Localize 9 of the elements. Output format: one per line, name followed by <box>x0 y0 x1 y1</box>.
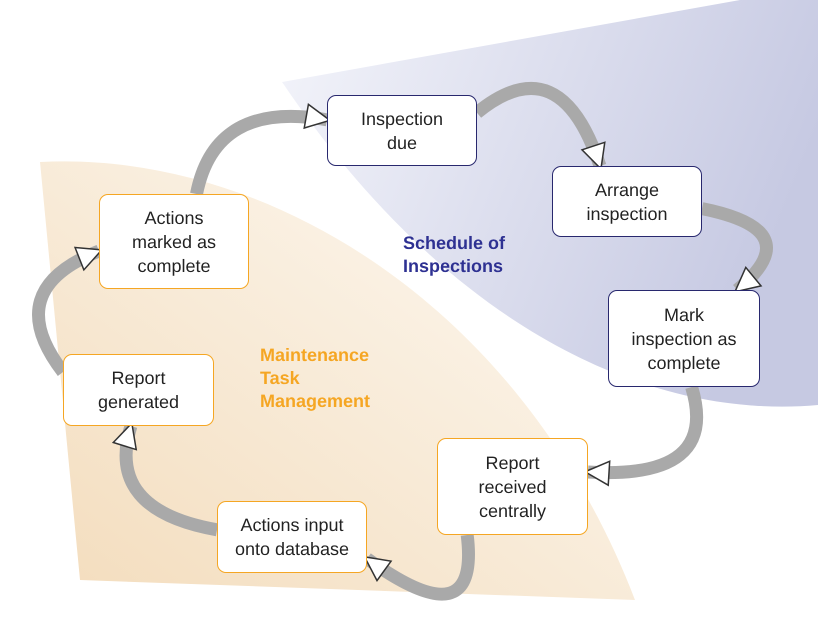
process-box: Actions input onto database <box>217 501 367 573</box>
section-heading: Schedule of Inspections <box>403 232 506 278</box>
process-box: Arrange inspection <box>552 166 702 237</box>
section-heading: Maintenance Task Management <box>260 344 372 413</box>
process-box: Mark inspection as complete <box>608 290 760 387</box>
process-box: Report received centrally <box>437 438 588 535</box>
process-box: Actions marked as complete <box>99 194 249 289</box>
process-box: Inspection due <box>327 95 477 166</box>
process-box: Report generated <box>63 354 214 426</box>
